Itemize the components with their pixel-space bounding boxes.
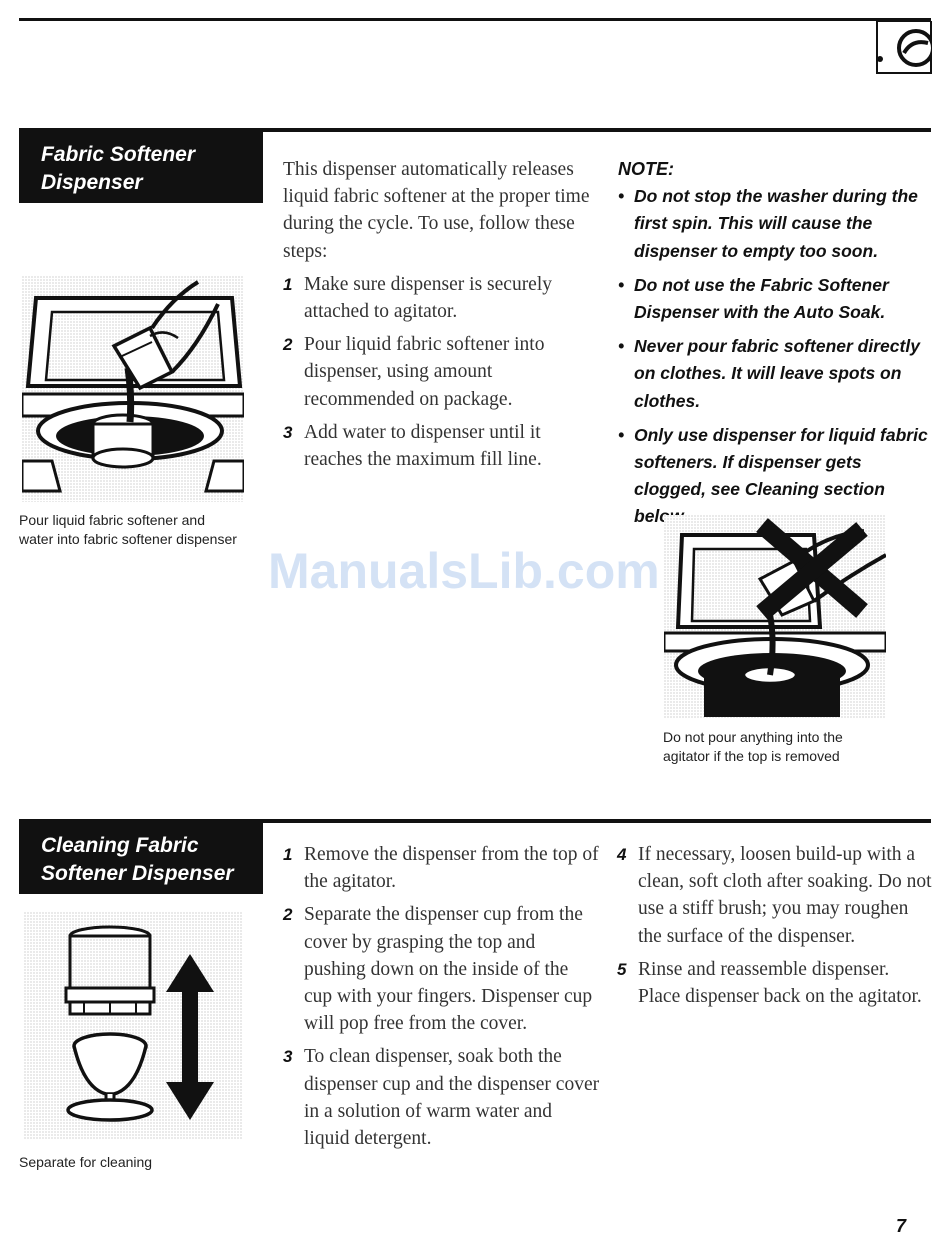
section1-step-1: 1 Make sure dispenser is securely attach… xyxy=(283,271,601,325)
section1-rule xyxy=(19,128,931,132)
step-text: Add water to dispenser until it reaches … xyxy=(304,421,542,471)
section2-step-3: 3 To clean dispenser, soak both the disp… xyxy=(283,1043,601,1152)
section1-header: Fabric Softener Dispenser xyxy=(19,131,263,203)
section2-header: Cleaning Fabric Softener Dispenser xyxy=(19,822,263,894)
note-title: NOTE: xyxy=(618,159,674,179)
step-number: 1 xyxy=(283,845,293,864)
step-number: 5 xyxy=(617,959,627,979)
section1-header-line1: Fabric Softener xyxy=(41,143,196,166)
section1-steps: This dispenser automatically releases li… xyxy=(283,156,601,473)
x-cross-icon xyxy=(756,518,868,620)
step-text: If necessary, loosen build-up with a cle… xyxy=(638,844,932,947)
pour-illustration xyxy=(22,276,244,502)
section2-header-line1: Cleaning Fabric xyxy=(41,834,199,857)
section2-step-2: 2 Separate the dispenser cup from the co… xyxy=(283,901,601,1037)
step-number: 2 xyxy=(283,335,293,355)
section2-step-4: 4 If necessary, loosen build-up with a c… xyxy=(617,841,933,950)
section1-step-2: 2 Pour liquid fabric softener into dispe… xyxy=(283,331,601,413)
watermark: ManualsLib.com xyxy=(268,543,660,599)
section2-steps-left: 1 Remove the dispenser from the top of t… xyxy=(283,841,601,1152)
step-number: 3 xyxy=(283,1047,293,1067)
step-text: Make sure dispenser is securely attached… xyxy=(304,273,553,323)
step-number: 1 xyxy=(283,274,293,294)
cleaning-illustration xyxy=(24,912,242,1140)
section2-rule xyxy=(19,819,931,823)
section1-notes: NOTE: Do not stop the washer during the … xyxy=(618,156,934,531)
section2-step-5: 5 Rinse and reassemble dispenser. Place … xyxy=(617,956,933,1010)
caption-warning: Do not pour anything into the agitator i… xyxy=(663,729,843,764)
section1-header-line2: Dispenser xyxy=(41,171,143,194)
step-text: Rinse and reassemble dispenser. Place di… xyxy=(638,958,922,1008)
step-text: To clean dispenser, soak both the dispen… xyxy=(304,1046,600,1150)
step-text: Separate the dispenser cup from the cove… xyxy=(304,904,593,1035)
note-item: Never pour fabric softener directly on c… xyxy=(618,333,934,415)
page-number: 7 xyxy=(896,1216,907,1236)
note-item: Do not stop the washer during the first … xyxy=(618,183,934,265)
step-text: Remove the dispenser from the top of the… xyxy=(304,844,599,893)
step-number: 2 xyxy=(283,905,293,925)
step-number: 3 xyxy=(283,422,293,442)
warning-illustration xyxy=(664,515,886,719)
note-item: Only use dispenser for liquid fabric sof… xyxy=(618,422,934,531)
step-number: 4 xyxy=(617,845,627,864)
top-rule xyxy=(19,18,931,21)
section1-intro: This dispenser automatically releases li… xyxy=(283,159,590,262)
safety-tab-icon xyxy=(876,20,935,74)
section2-header-line2: Softener Dispenser xyxy=(41,862,234,885)
section2-steps-right: 4 If necessary, loosen build-up with a c… xyxy=(617,841,933,1010)
caption-pour: Pour liquid fabric softener and water in… xyxy=(19,512,237,547)
caption-cleaning: Separate for cleaning xyxy=(19,1154,153,1170)
note-item: Do not use the Fabric Softener Dispenser… xyxy=(618,272,934,326)
step-text: Pour liquid fabric softener into dispens… xyxy=(304,334,545,410)
section1-step-3: 3 Add water to dispenser until it reache… xyxy=(283,419,601,473)
section2-step-1: 1 Remove the dispenser from the top of t… xyxy=(283,841,601,895)
